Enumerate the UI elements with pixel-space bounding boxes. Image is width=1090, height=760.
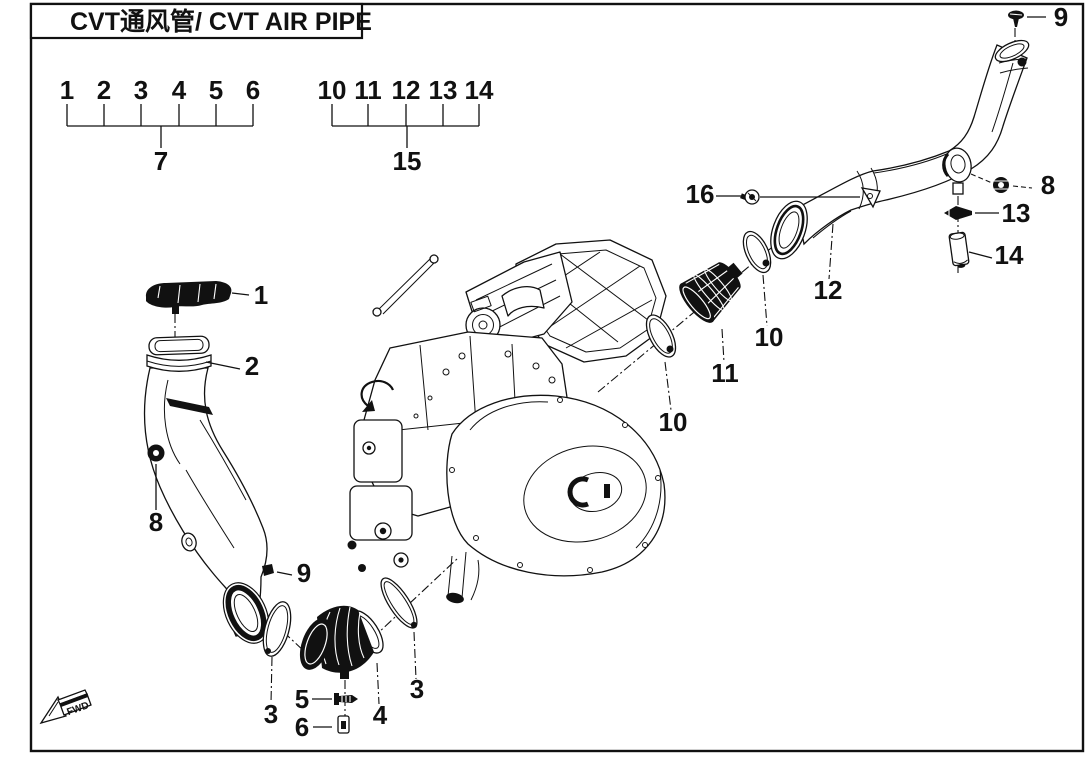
group7-label: 7 [154,146,168,176]
callout-screw-left: 9 [297,558,311,588]
group15-num-11: 11 [354,75,382,105]
group15-num-14: 14 [465,75,494,105]
title-box [29,2,364,40]
cvt-duct-outlet [446,592,464,604]
callout-cap: 1 [254,280,268,310]
callout-nut-left: 8 [149,507,163,537]
callout-clip: 13 [1002,198,1031,228]
rotation-arrow [360,379,395,407]
part-16-screw [740,189,760,205]
callout-bushing: 6 [295,712,309,742]
group7-num-1: 1 [60,75,74,105]
page-title: CVT通风管/ CVT AIR PIPE [70,7,372,36]
part-8-nut-left [147,444,165,462]
part-11-filter [679,262,743,323]
engine-illustration [347,239,667,604]
bracket-group-7: 1 2 3 4 5 6 7 [60,75,260,176]
part-3-ring-right [380,577,418,629]
assembly-axes [174,28,1033,716]
group15-num-12: 12 [392,75,421,105]
callout-ring-right: 3 [410,674,424,704]
callout-clamp-lower: 10 [659,407,688,437]
callout-labels: 1 2 8 9 3 5 6 4 3 16 10 11 10 12 8 13 14… [149,2,1068,742]
group7-num-5: 5 [209,75,223,105]
part-13-clip [944,206,972,220]
callout-nut-right: 8 [1041,170,1055,200]
callout-screw-front: 16 [686,179,715,209]
part-3-ring-left [262,601,292,657]
callout-elbow-screw: 5 [295,684,309,714]
callout-spacer: 14 [995,240,1024,270]
callout-breather-pipe: 2 [245,351,259,381]
part-1-cap [145,281,232,314]
group7-num-6: 6 [246,75,260,105]
part-10-clamp-lower [645,314,677,358]
part-5-screw [334,693,358,705]
fwd-indicator: FWD [39,689,92,725]
group7-num-2: 2 [97,75,111,105]
leader-lines [155,16,1046,728]
part-2-breather-pipe [143,335,270,644]
group15-num-13: 13 [429,75,458,105]
part-14-spacer [948,231,970,268]
part-10-clamp-upper [742,230,772,274]
callout-filter: 11 [711,358,739,388]
frame: CVT通风管/ CVT AIR PIPE [29,2,1085,753]
part-9-screw-left [262,564,274,576]
part-12-air-pipe [770,39,1030,260]
group15-num-10: 10 [318,75,347,105]
callout-air-pipe: 12 [814,275,843,305]
callout-elbow-duct: 4 [373,700,388,730]
part-8-nut-right [993,177,1009,193]
part-9-screw-top [1008,10,1024,27]
group7-num-4: 4 [172,75,187,105]
bracket-group-15: 10 11 12 13 14 15 [318,75,494,176]
part-4-elbow-duct [299,605,384,679]
callout-ring-left: 3 [264,699,278,729]
group7-num-3: 3 [134,75,148,105]
part-6-bushing [337,715,350,734]
group15-label: 15 [393,146,422,176]
callout-screw-top: 9 [1054,2,1068,32]
callout-clamp-upper: 10 [755,322,784,352]
